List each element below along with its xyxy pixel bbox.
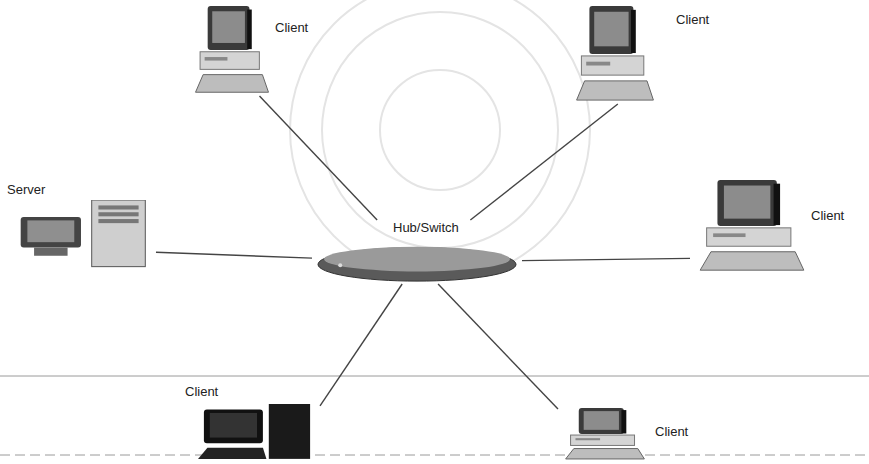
watermark-seal xyxy=(290,0,590,280)
node-label: Server xyxy=(6,182,46,198)
computer-illustration xyxy=(198,404,316,460)
network-cable xyxy=(438,284,558,409)
computer-illustration xyxy=(575,6,655,102)
node-label: Client xyxy=(675,12,710,28)
computer-illustration xyxy=(698,180,806,272)
client-computer: Client xyxy=(558,406,713,462)
network-cable xyxy=(522,258,690,260)
client-computer: Client xyxy=(575,2,745,104)
server-computer: Server xyxy=(4,182,156,270)
page-rule xyxy=(0,376,869,377)
network-cable xyxy=(156,252,312,258)
network-cable xyxy=(470,104,617,220)
node-label: Hub/Switch xyxy=(392,220,460,236)
node-label: Client xyxy=(810,208,845,224)
network-cable xyxy=(320,284,402,406)
client-computer: Client xyxy=(690,176,862,274)
client-computer: Client xyxy=(180,382,320,462)
hub-switch: Hub/Switch xyxy=(312,220,522,284)
network-cable xyxy=(259,96,377,220)
page-rule xyxy=(0,455,869,456)
computer-illustration xyxy=(18,200,152,268)
computer-illustration xyxy=(194,6,270,94)
node-label: Client xyxy=(184,384,219,400)
node-label: Client xyxy=(274,20,309,36)
client-computer: Client xyxy=(190,4,335,96)
hub-illustration xyxy=(316,238,518,282)
node-label: Client xyxy=(654,424,689,440)
computer-illustration xyxy=(564,408,646,460)
